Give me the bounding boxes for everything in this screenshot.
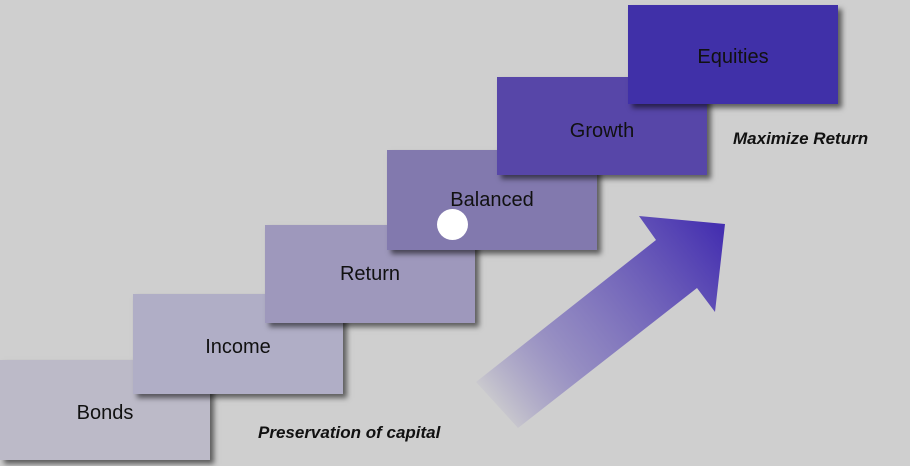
step-balanced: Balanced <box>387 150 597 250</box>
step-label: Bonds <box>76 402 134 424</box>
step-label: Income <box>205 336 271 358</box>
cursor-dot <box>437 209 468 240</box>
step-label: Growth <box>569 120 635 142</box>
step-label: Balanced <box>450 189 534 211</box>
step-label: Equities <box>697 46 769 68</box>
caption-preservation: Preservation of capital <box>258 423 441 442</box>
step-label: Return <box>339 263 401 285</box>
step-equities: Equities <box>628 5 838 104</box>
caption-maximize-return: Maximize Return <box>733 129 869 148</box>
